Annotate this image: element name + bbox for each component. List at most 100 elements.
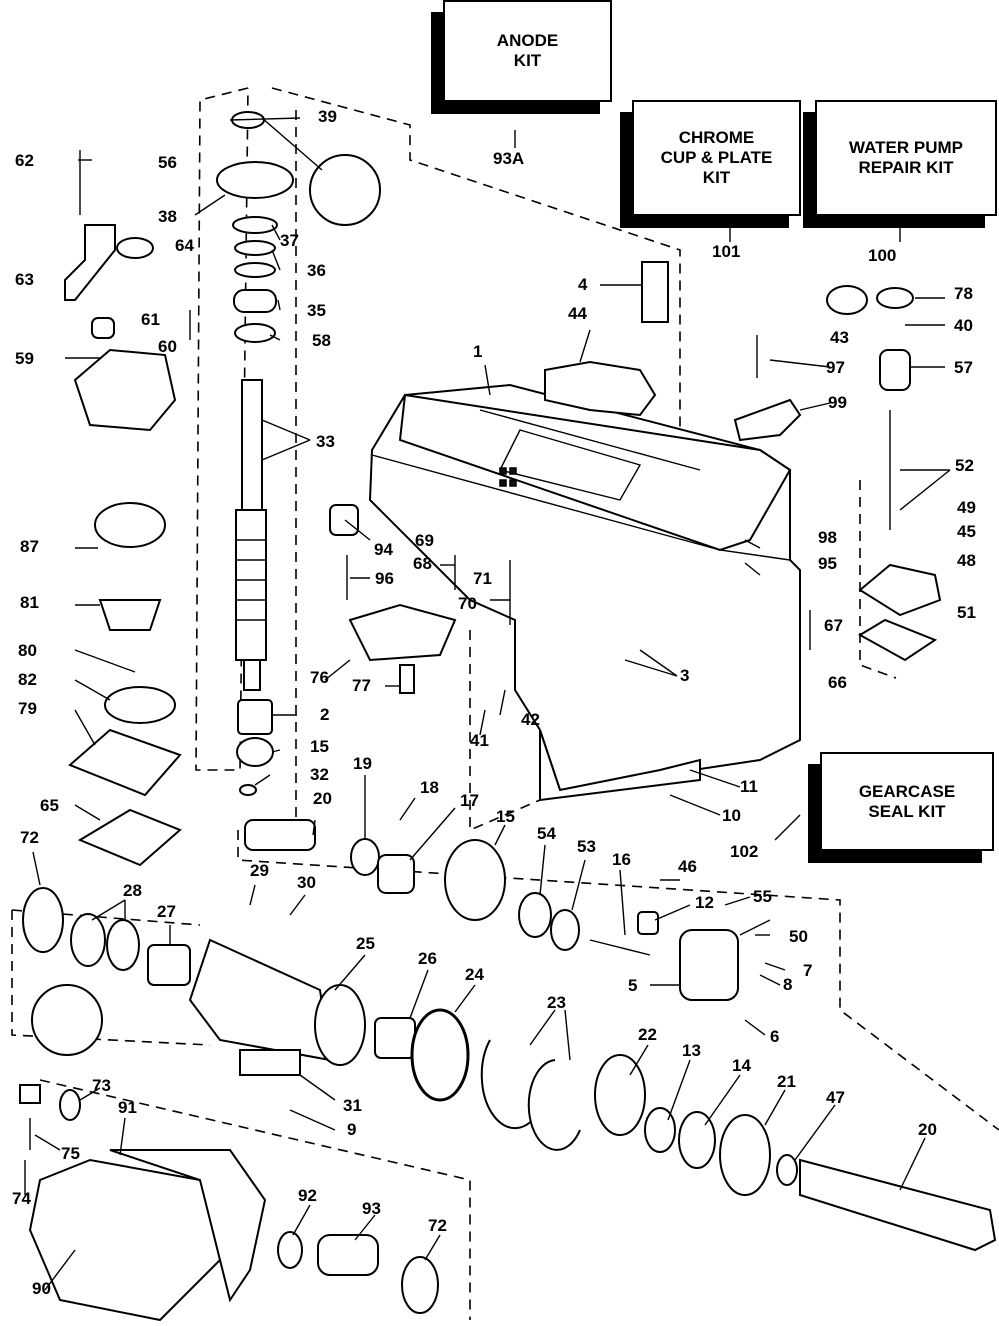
callout-47: 47	[826, 1088, 845, 1107]
callout-82: 82	[18, 670, 37, 689]
bearing-35	[233, 289, 277, 313]
plate-79	[68, 728, 182, 797]
callout-41: 41	[470, 731, 489, 750]
leader-lines	[24, 117, 951, 1291]
callout-101: 101	[712, 242, 741, 261]
chrome-kit-label: CHROME CUP & PLATE KIT	[660, 128, 773, 187]
propshaft-20	[799, 1158, 997, 1252]
gearcase-seal-kit-label: GEARCASE SEAL KIT	[858, 781, 956, 821]
callout-26: 26	[418, 949, 437, 968]
callout-6: 6	[770, 1027, 780, 1046]
clutch-17	[377, 854, 415, 894]
pin-50	[739, 919, 771, 936]
callout-2: 2	[320, 705, 330, 724]
callout-44: 44	[568, 304, 587, 323]
washer-32	[239, 784, 257, 796]
tube-63	[64, 224, 116, 301]
gasket-51	[858, 618, 938, 662]
washer-47	[776, 1154, 798, 1186]
callout-30: 30	[297, 873, 316, 892]
propeller-90	[28, 1158, 232, 1322]
callout-12: 12	[695, 893, 714, 912]
callout-45: 45	[957, 522, 976, 541]
callout-10: 10	[722, 806, 741, 825]
callout-17: 17	[460, 791, 479, 810]
washer-54	[518, 892, 552, 938]
lower-gear-group-outline	[237, 830, 999, 1131]
callout-22: 22	[638, 1025, 657, 1044]
callout-102: 102	[730, 842, 759, 861]
callout-80: 80	[18, 641, 37, 660]
callout-95: 95	[818, 554, 837, 573]
callout-76: 76	[310, 668, 329, 687]
callout-32: 32	[310, 765, 329, 784]
bearing-housing-group-outline	[11, 909, 211, 1046]
callout-9: 9	[347, 1120, 357, 1139]
cup-57	[879, 349, 911, 391]
nut-73	[59, 1089, 81, 1121]
callout-71: 71	[473, 569, 492, 588]
detail-circle-seal	[31, 984, 103, 1056]
callout-77: 77	[352, 676, 371, 695]
callout-19: 19	[353, 754, 372, 773]
callout-97: 97	[826, 358, 845, 377]
callout-20-upper: 20	[313, 789, 332, 808]
callout-62: 62	[15, 151, 34, 170]
bearing-2	[237, 699, 273, 735]
water-pump-kit-label: WATER PUMP REPAIR KIT	[849, 138, 963, 177]
callout-74: 74	[12, 1189, 31, 1208]
callout-28: 28	[123, 881, 142, 900]
grommet-60	[91, 317, 115, 339]
gear-21	[719, 1114, 771, 1196]
callout-36: 36	[307, 261, 326, 280]
callout-67: 67	[824, 616, 843, 635]
callout-18: 18	[420, 778, 439, 797]
gasket-82	[104, 686, 176, 724]
seal-72a	[22, 887, 64, 953]
callout-57: 57	[954, 358, 973, 377]
detent-12	[637, 911, 659, 935]
callout-73: 73	[92, 1076, 111, 1095]
propeller-group-outline	[39, 1079, 471, 1320]
o-ring-24	[410, 1008, 470, 1102]
callout-70: 70	[458, 594, 477, 613]
callout-65: 65	[40, 796, 59, 815]
callout-93A: 93A	[493, 149, 525, 168]
callout-98: 98	[818, 528, 837, 547]
callout-100: 100	[868, 246, 897, 265]
washer-53	[550, 909, 580, 951]
callout-60: 60	[158, 337, 177, 356]
callout-42: 42	[521, 710, 540, 729]
callout-96: 96	[375, 569, 394, 588]
seal-28b	[106, 919, 140, 971]
yoke-5	[679, 929, 739, 1001]
callout-14: 14	[732, 1056, 751, 1075]
washer-13	[644, 1107, 676, 1153]
driveshaft	[235, 379, 267, 691]
part-4-block	[641, 261, 669, 323]
callout-48: 48	[957, 551, 976, 570]
callout-16: 16	[612, 850, 631, 869]
pump-housing-59	[73, 348, 177, 432]
chrome-kit-box: CHROME CUP & PLATE KIT	[632, 100, 801, 216]
callout-46: 46	[678, 857, 697, 876]
callout-43: 43	[830, 328, 849, 347]
plate-31	[239, 1049, 301, 1076]
callout-52: 52	[955, 456, 974, 475]
detail-circle-top	[309, 154, 381, 226]
bearing-carrier-25	[188, 938, 332, 1062]
callout-64: 64	[175, 236, 194, 255]
callout-15-lower: 15	[496, 807, 515, 826]
callout-66: 66	[828, 673, 847, 692]
callout-13: 13	[682, 1041, 701, 1060]
bearing-58	[234, 323, 276, 343]
bearing-27	[147, 944, 191, 986]
exhaust-gasket	[544, 360, 657, 417]
anode-99	[733, 398, 802, 442]
callout-87: 87	[20, 537, 39, 556]
gear-15	[444, 839, 506, 921]
ring-23b	[527, 1059, 581, 1151]
gasket-65	[77, 808, 182, 867]
callout-33: 33	[316, 432, 335, 451]
